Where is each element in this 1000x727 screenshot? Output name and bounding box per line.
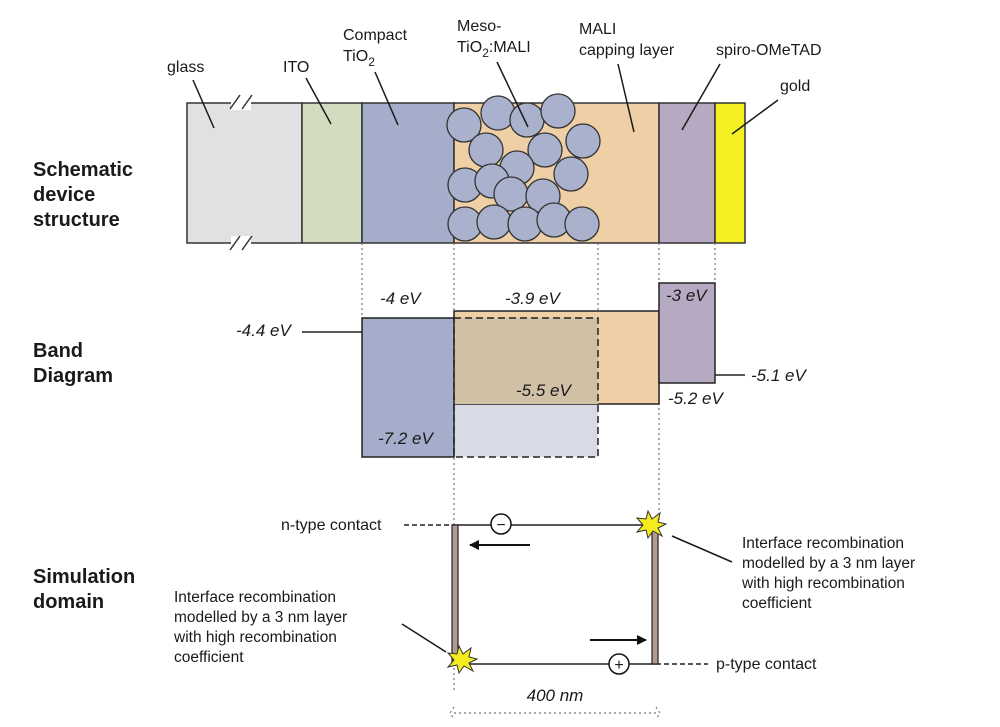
note-right-line: modelled by a 3 nm layer [742,555,915,572]
electron-icon [490,513,512,535]
note-right-line: coefficient [742,595,812,612]
glass-break-mark [229,235,241,251]
gold-layer [714,102,746,244]
compact-tio2-layer [361,102,455,244]
glass-break-mark [241,235,253,251]
tio2-particle [540,93,576,129]
spiro-homo-label: -5.2 eV [668,389,724,408]
tio2-vb-label: -7.2 eV [378,429,434,448]
capping-label: MALI [579,21,616,38]
note-left-leader [401,623,447,653]
gold-energy-label: -5.1 eV [751,366,807,385]
mali-vb-label: -5.5 eV [516,381,572,400]
meso-tio2-label: Meso- [457,18,501,35]
tio2-particle [553,156,589,192]
p-contact-label: p-type contact [716,656,817,673]
glass-leader [192,79,215,129]
section-title-band: Band [33,340,83,362]
note-right-line: Interface recombination [742,535,904,552]
gold-label: gold [780,78,810,95]
section-title-simulation-2: domain [33,591,104,613]
glass-layer [186,102,303,244]
hole-icon [608,653,630,675]
note-left-line: Interface recombination [174,589,336,606]
tio2-particle [509,102,545,138]
tio2-particle [446,107,482,143]
spiro-band [658,282,716,384]
glass-break-mark [229,94,241,110]
meso-leader [496,61,529,128]
spiro-lumo-label: -3 eV [666,286,708,305]
note-left-line: modelled by a 3 nm layer [174,609,347,626]
compact-leader [374,71,399,126]
mali-cb-label: -3.9 eV [505,289,561,308]
ito-label: ITO [283,59,309,76]
glass-label: glass [167,59,204,76]
gold-leader [731,99,779,135]
capping-label-2: capping layer [579,42,675,59]
ito-layer [301,102,363,244]
meso-tio2-particles [446,93,601,242]
capping-leader [617,63,635,133]
section-title-schematic-3: structure [33,209,120,231]
section-title-simulation: Simulation [33,566,135,588]
meso-overlap-region [454,318,598,404]
width-label: 400 nm [527,686,584,705]
ito-leader [305,77,332,125]
band-diagram [302,282,745,458]
simulation-domain [401,509,733,720]
note-left-line: with high recombination [173,629,337,646]
note-left-line: coefficient [174,649,244,666]
meso-tio2-band-outline [453,317,599,458]
compact-tio2-label-2: TiO2 [343,48,375,69]
note-right-leader [671,535,733,563]
note-right-line: with high recombination [741,575,905,592]
recombination-spark-icon [446,644,479,675]
spiro-leader [681,63,721,131]
left-interface-layer [451,524,459,665]
tio2-particle [527,132,563,168]
glass-break-bottom-gap [231,236,251,250]
n-contact-label: n-type contact [281,517,382,534]
layer-leader-lines [192,61,779,135]
tio2-particle [565,123,601,159]
section-title-schematic: Schematic [33,159,133,181]
right-interface-layer [651,524,659,665]
tio2-cb-label: -4 eV [380,289,422,308]
tio2-particle [476,204,512,240]
section-title-band-2: Diagram [33,365,113,387]
meso-valence-region [454,404,598,457]
ito-energy-label: -4.4 eV [236,321,292,340]
device-stack [186,93,746,251]
section-title-schematic-2: device [33,184,95,206]
width-dimension [449,706,661,720]
spiro-layer [658,102,716,244]
spiro-label: spiro-OMeTAD [716,42,822,59]
hole-sign: + [614,657,623,674]
electron-sign: − [496,517,505,534]
tio2-particle [564,206,600,242]
meso-tio2-label-2: TiO2:MALI [457,39,531,60]
tio2-particle [480,95,516,131]
alignment-guides [361,243,716,690]
recombination-spark-icon [635,509,668,540]
compact-tio2-label: Compact [343,27,408,44]
tio2-particle [468,132,504,168]
glass-break-mark [241,94,253,110]
